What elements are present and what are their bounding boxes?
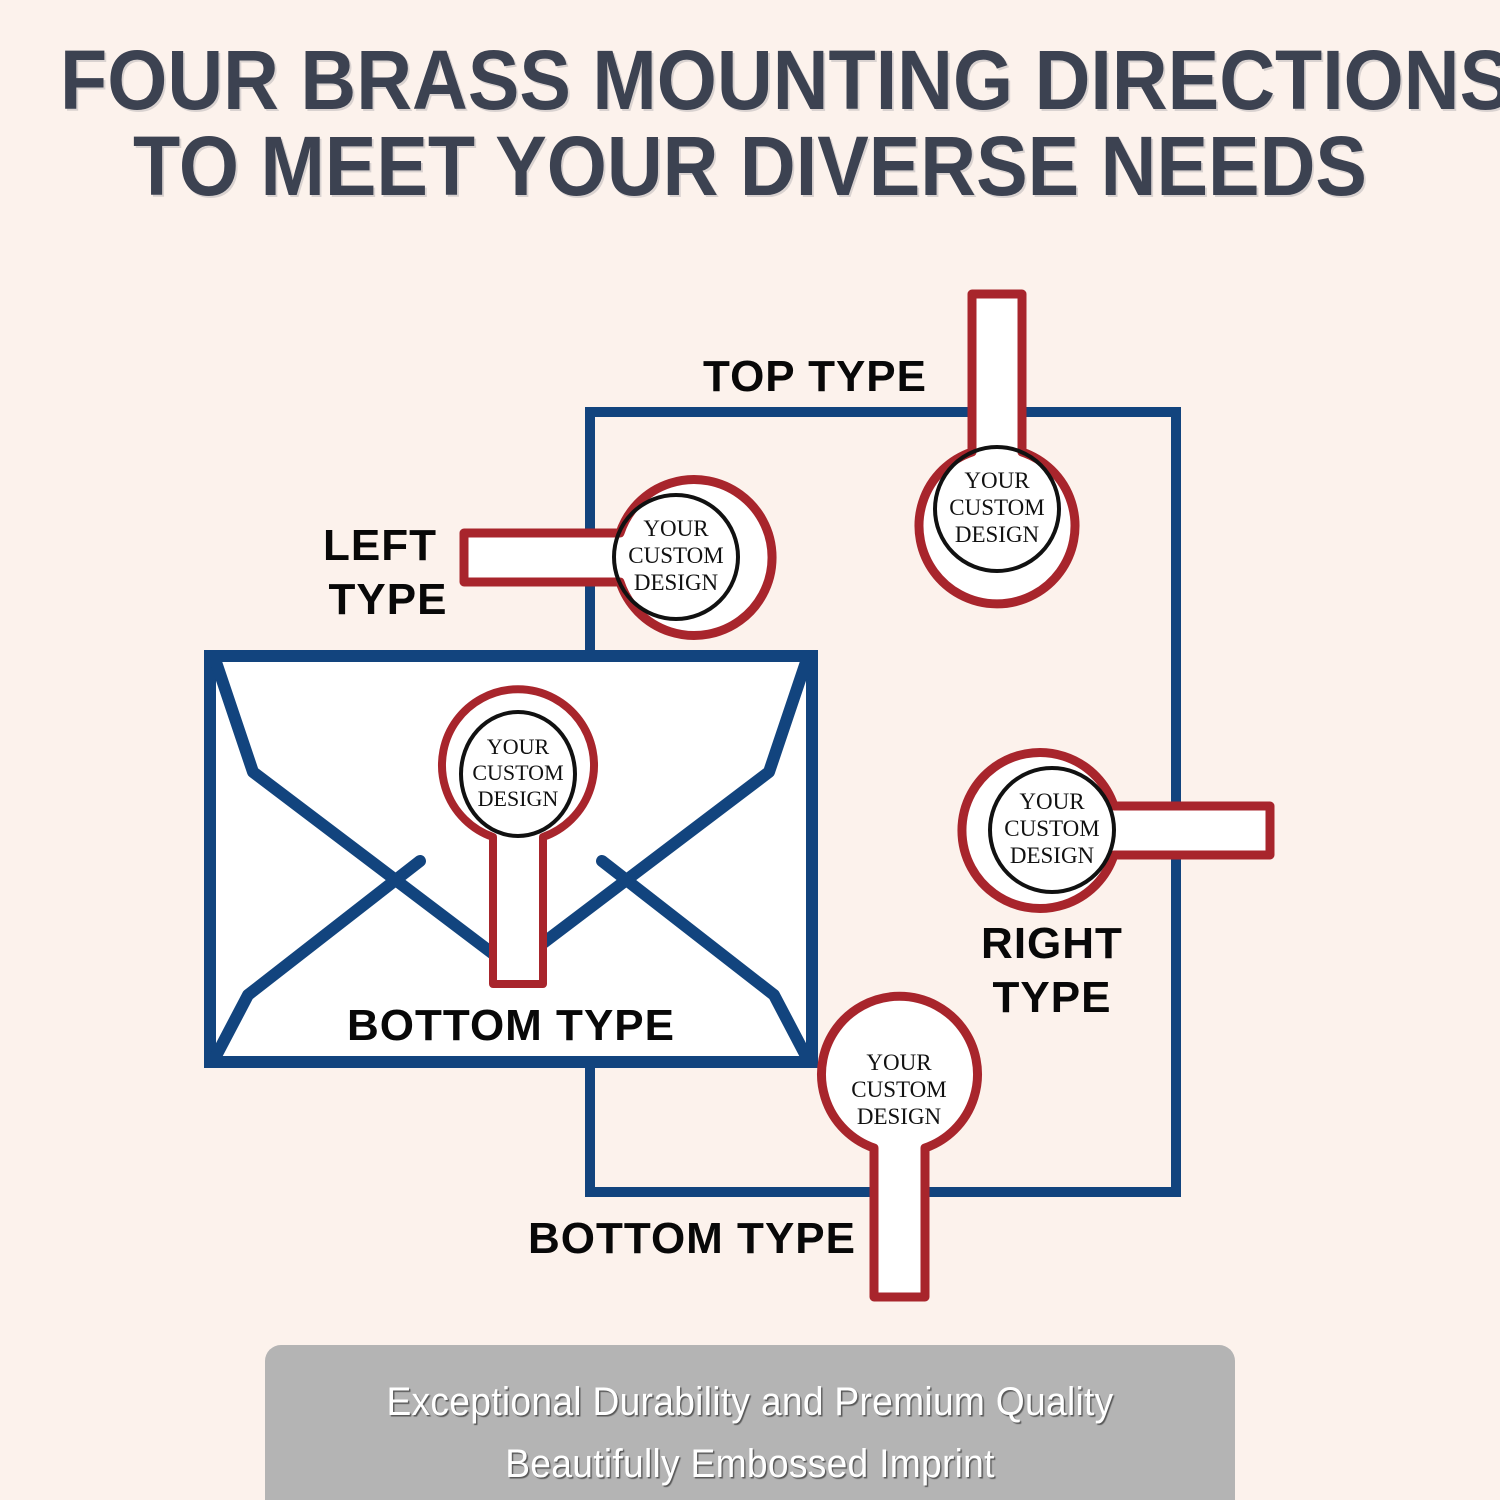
left-type-stamp[interactable]: YOUR CUSTOM DESIGN <box>459 475 777 640</box>
bottom-type-envelope-label: BOTTOM TYPE <box>347 1001 675 1050</box>
left-type-stamp-text-line-3: DESIGN <box>634 570 719 595</box>
right-type-label-line-1: RIGHT <box>981 919 1123 968</box>
right-type-stamp-text-line-3: DESIGN <box>1010 843 1095 868</box>
bottom-type-stamp-text-line-3: DESIGN <box>857 1104 942 1129</box>
top-type-stamp-text-line-1: YOUR <box>964 468 1030 493</box>
right-type-stamp-text-line-2: CUSTOM <box>1004 816 1099 841</box>
top-type-label: TOP TYPE <box>703 352 927 401</box>
page-title: FOUR BRASS MOUNTING DIRECTIONS TO MEET Y… <box>60 33 1500 213</box>
envelope-bottom-type-stamp-text-line-2: CUSTOM <box>472 760 563 785</box>
left-type-stamp-outline <box>459 475 777 640</box>
top-type-stamp-text-line-3: DESIGN <box>955 522 1040 547</box>
bottom-type-stamp-text-line-2: CUSTOM <box>851 1077 946 1102</box>
envelope-bottom-type-stamp-text-line-1: YOUR <box>487 734 550 759</box>
envelope-flap-right <box>491 656 812 984</box>
right-type-stamp[interactable]: YOUR CUSTOM DESIGN <box>957 748 1275 913</box>
footer-banner: Exceptional Durability and Premium Quali… <box>265 1345 1235 1500</box>
right-type-stamp-inner-ring <box>988 766 1116 894</box>
envelope-fold-left <box>210 855 426 1062</box>
left-type-stamp-inner-ring <box>612 493 740 621</box>
envelope-bottom-type-stamp-inner-ring <box>459 710 577 838</box>
footer-line-2: Beautifully Embossed Imprint <box>505 1442 995 1486</box>
right-type-stamp-text-line-1: YOUR <box>1019 789 1085 814</box>
envelope-flap-left <box>210 656 531 984</box>
top-type-stamp[interactable]: YOUR CUSTOM DESIGN <box>914 289 1080 609</box>
left-type-label-line-1: LEFT <box>323 521 437 570</box>
envelope-fold-right <box>596 855 812 1062</box>
page-title-line-1: FOUR BRASS MOUNTING DIRECTIONS <box>60 33 1500 127</box>
left-type-stamp-text-line-1: YOUR <box>643 516 709 541</box>
bottom-type-frame-label: BOTTOM TYPE <box>528 1214 856 1263</box>
bottom-type-stamp[interactable]: YOUR CUSTOM DESIGN <box>817 991 982 1302</box>
left-type-stamp-text-line-2: CUSTOM <box>628 543 723 568</box>
page-title-line-2: TO MEET YOUR DIVERSE NEEDS <box>133 118 1367 213</box>
right-type-label-line-2: TYPE <box>993 973 1112 1022</box>
envelope-bottom-type-stamp[interactable]: YOUR CUSTOM DESIGN <box>438 685 598 988</box>
envelope-bottom-type-stamp-text-line-3: DESIGN <box>478 786 559 811</box>
bottom-type-stamp-outline <box>817 991 982 1302</box>
bottom-type-stamp-text-line-1: YOUR <box>866 1050 932 1075</box>
top-type-stamp-text-line-2: CUSTOM <box>949 495 1044 520</box>
top-type-stamp-inner-ring <box>933 445 1061 573</box>
left-type-label-line-2: TYPE <box>329 575 448 624</box>
footer-line-1: Exceptional Durability and Premium Quali… <box>386 1380 1114 1424</box>
